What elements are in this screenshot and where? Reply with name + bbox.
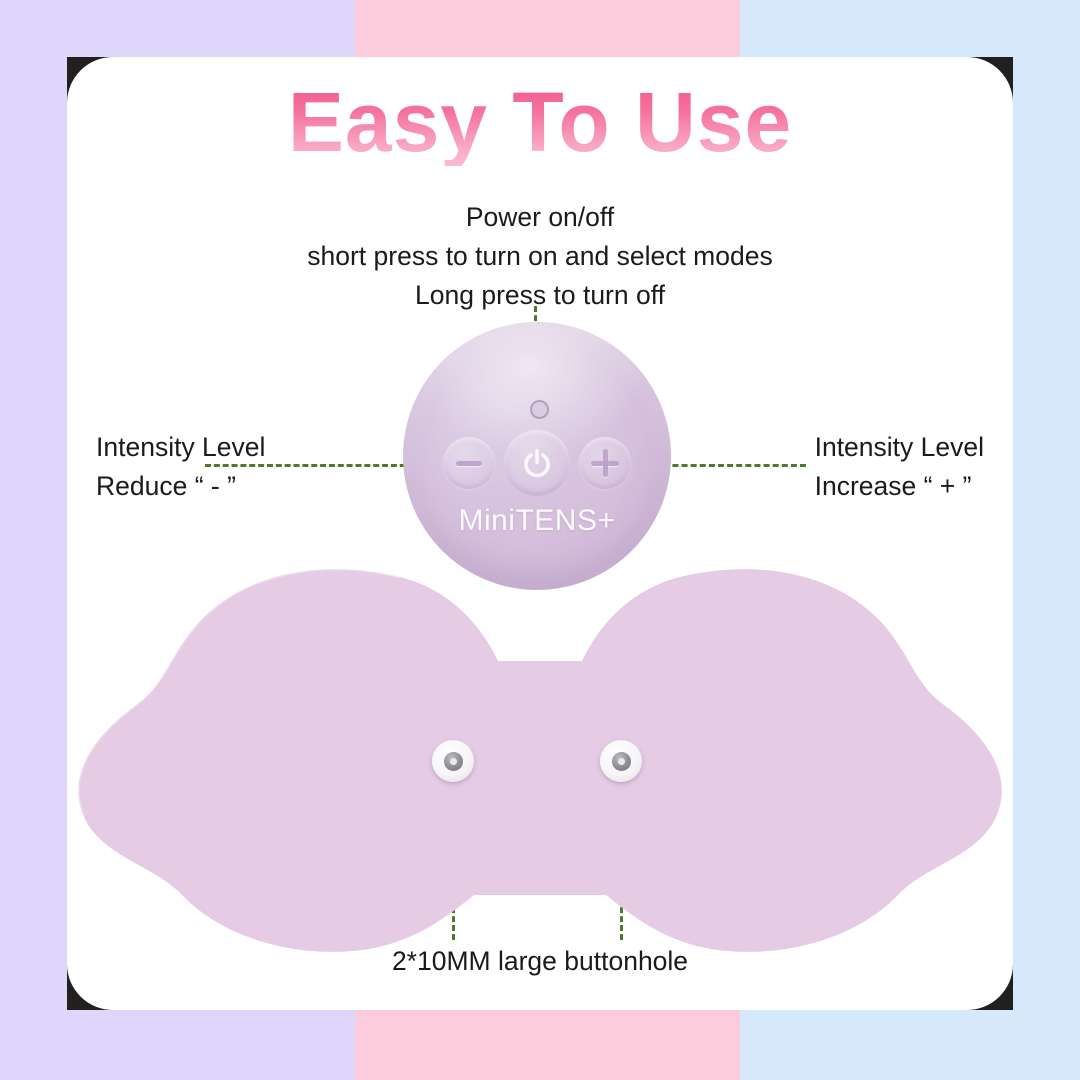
electrode-pad-shape (76, 567, 1002, 952)
label-intensity-reduce-line-2: Reduce “ - ” (96, 471, 236, 501)
buttonhole-snap-left-core (443, 751, 463, 771)
buttonhole-snap-left-hole (449, 757, 457, 765)
instruction-line-2: short press to turn on and select modes (307, 241, 773, 271)
buttonhole-snap-left (432, 740, 474, 782)
label-intensity-increase-line-1: Intensity Level (814, 432, 984, 462)
power-icon (524, 448, 550, 478)
control-unit: MiniTENS+ (403, 322, 671, 590)
buttonhole-snap-right-core (611, 751, 631, 771)
label-intensity-increase: Intensity Level Increase “ + ” (815, 428, 984, 506)
buttonhole-caption: 2*10MM large buttonhole (391, 946, 689, 976)
instruction-line-1: Power on/off (465, 202, 615, 232)
electrode-pad (70, 565, 1010, 965)
instruction-line-3: Long press to turn off (415, 280, 665, 310)
intensity-increase-button[interactable] (579, 437, 631, 489)
led-indicator-icon (529, 400, 549, 419)
plus-icon (591, 449, 619, 477)
label-intensity-reduce-line-1: Intensity Level (96, 432, 266, 462)
label-intensity-increase-line-2: Increase “ + ” (814, 471, 972, 501)
label-intensity-reduce: Intensity Level Reduce “ - ” (96, 428, 265, 506)
page-title: Easy To Use (0, 78, 1080, 166)
buttonhole-snap-right (600, 740, 642, 782)
minus-icon (456, 460, 482, 466)
leader-line-intensity-reduce (205, 464, 450, 467)
power-button[interactable] (504, 430, 570, 496)
buttonhole-snap-right-hole (617, 757, 625, 765)
leader-line-intensity-increase (636, 464, 806, 467)
device-brand-label: MiniTENS+ (458, 504, 616, 537)
intensity-decrease-button[interactable] (443, 437, 495, 489)
power-instructions: Power on/off short press to turn on and … (0, 198, 1080, 315)
